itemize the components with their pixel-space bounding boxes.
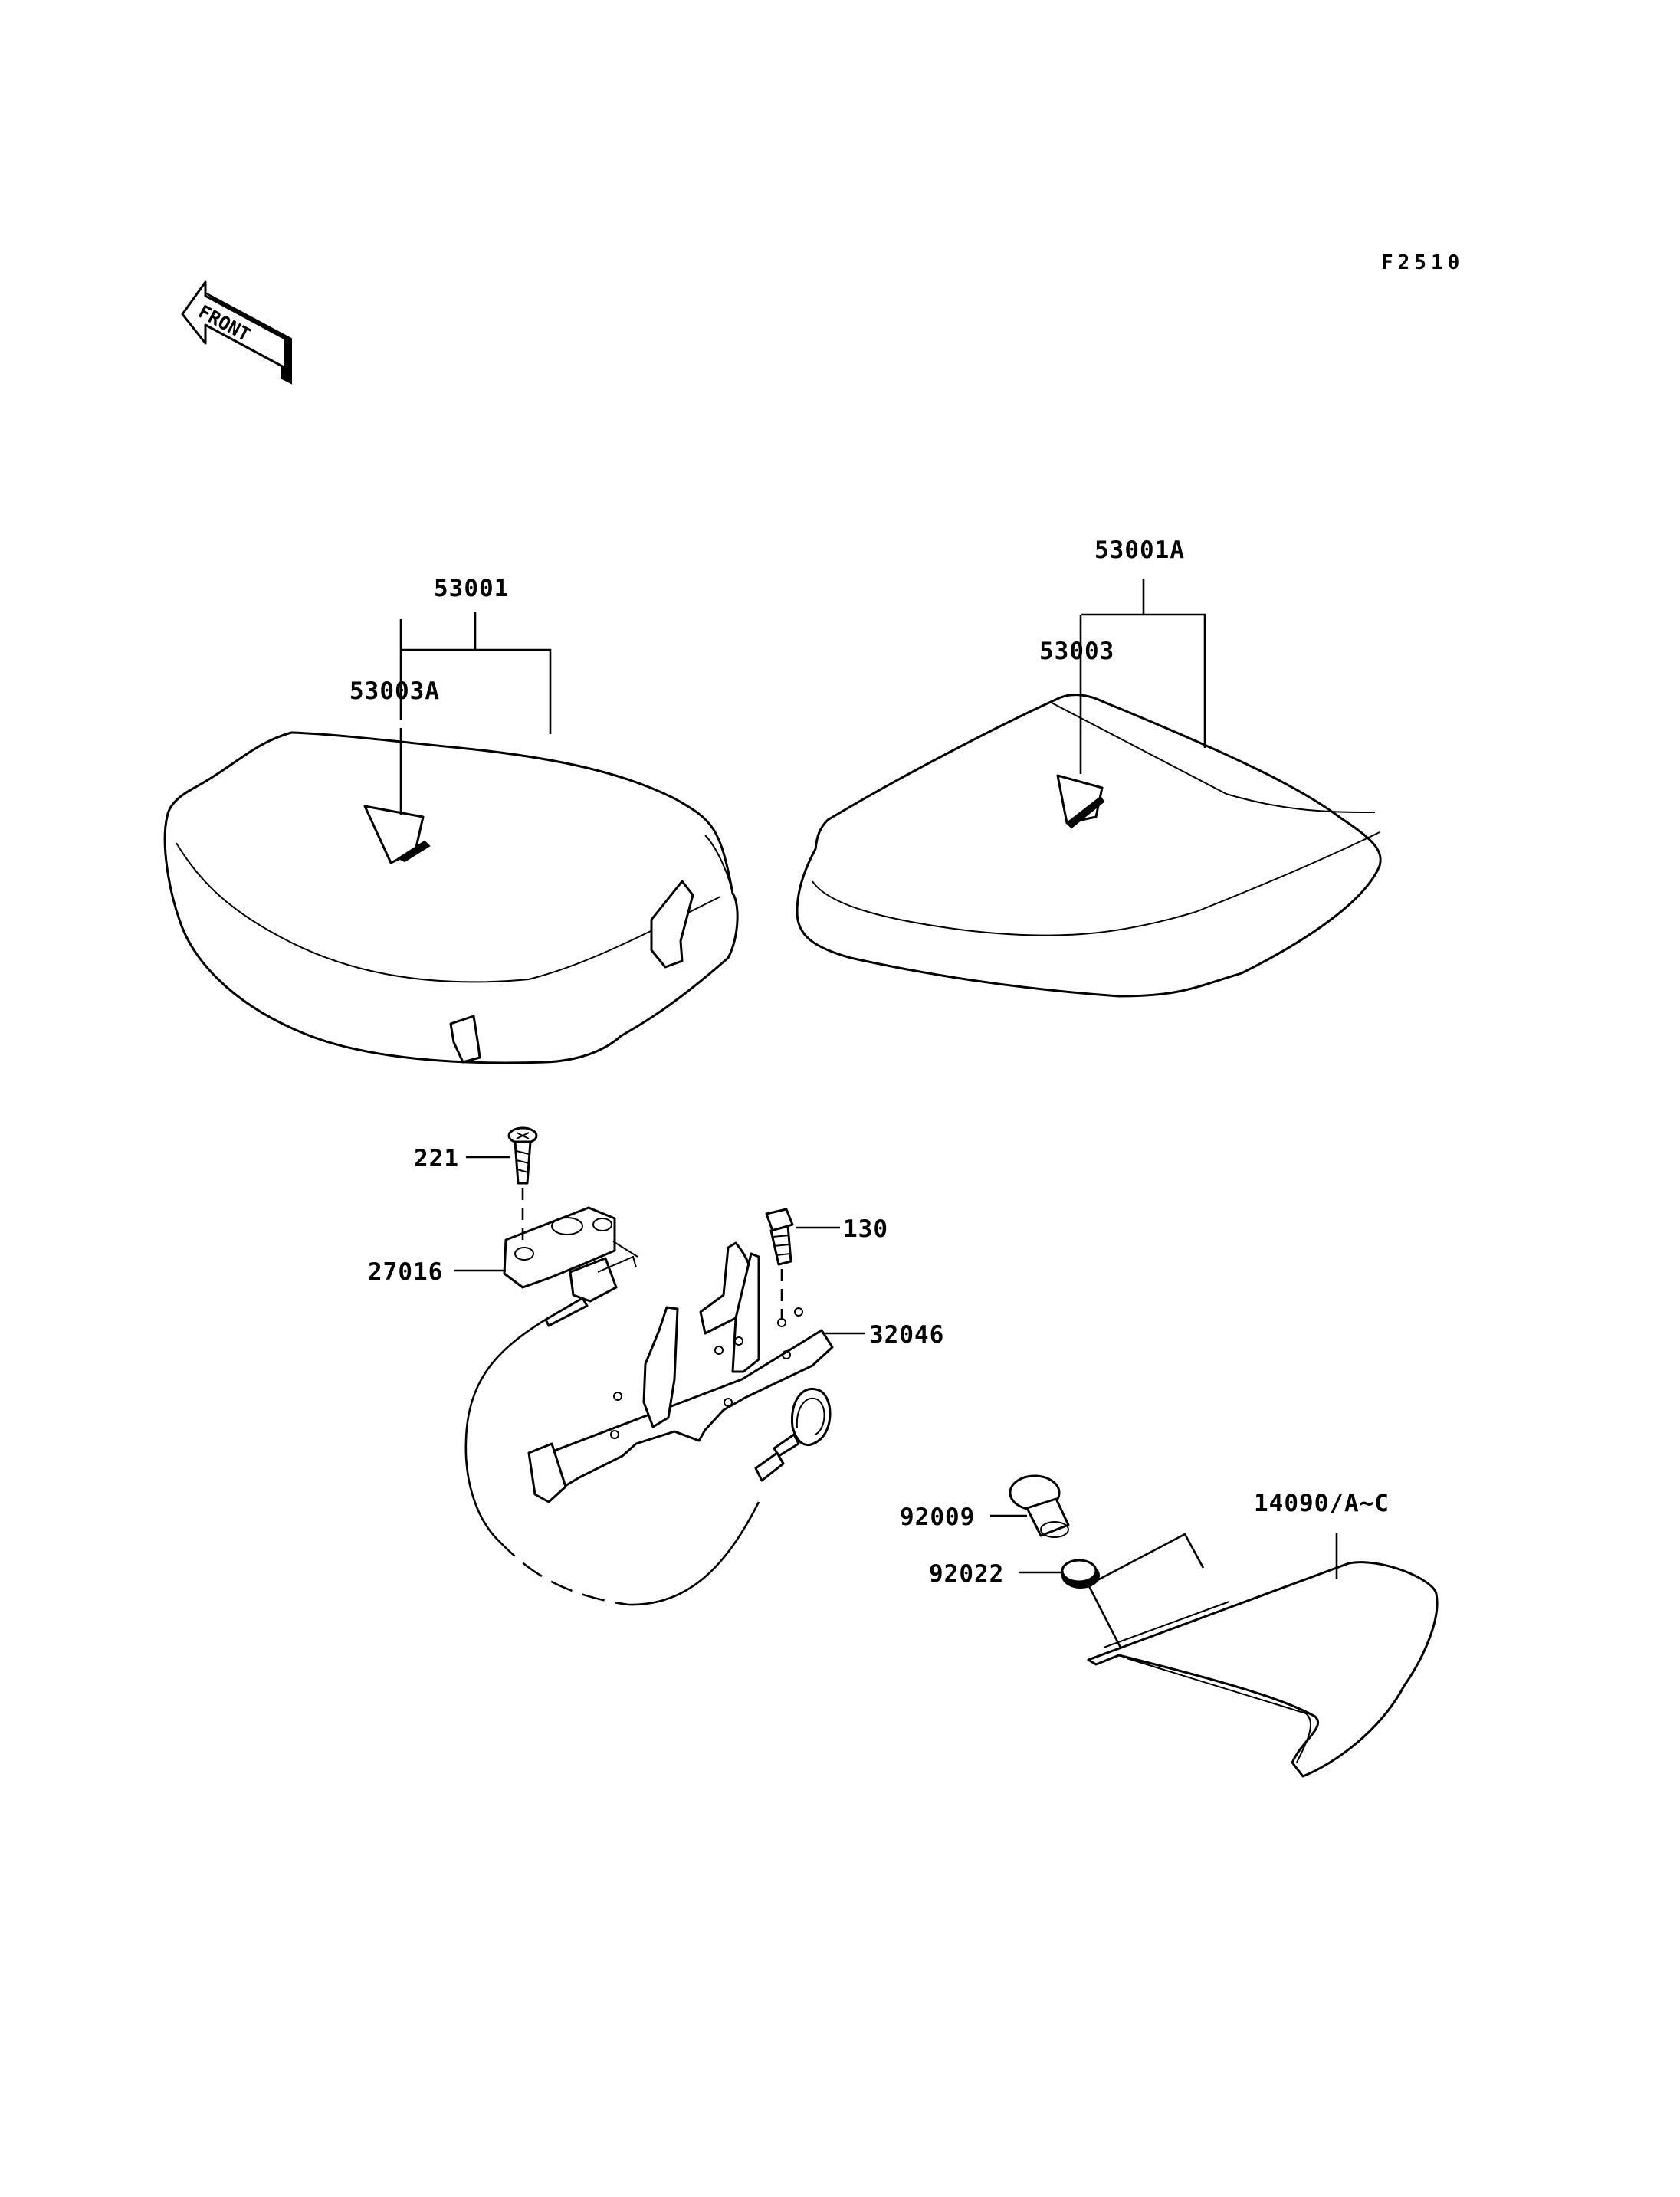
front-direction-arrow-icon: FRONT xyxy=(181,280,292,385)
screw xyxy=(507,1126,538,1185)
callout-130: 130 xyxy=(843,1215,888,1243)
key-ring xyxy=(754,1387,832,1482)
lock-assembly xyxy=(464,1206,760,1606)
front-seat xyxy=(163,731,739,1064)
callout-92009: 92009 xyxy=(900,1503,975,1531)
callout-53001: 53001 xyxy=(434,575,509,602)
callout-14090: 14090/A~C xyxy=(1254,1490,1390,1517)
cap xyxy=(1009,1474,1070,1538)
leader-lines xyxy=(399,579,1338,1648)
washer xyxy=(1061,1559,1100,1589)
callout-32046: 32046 xyxy=(869,1321,944,1349)
bracket xyxy=(527,1241,834,1503)
callout-92022: 92022 xyxy=(929,1560,1004,1588)
figure-code: F2510 xyxy=(1381,251,1464,274)
callout-53003A: 53003A xyxy=(349,677,440,705)
rear-seat xyxy=(796,694,1382,998)
bolt xyxy=(765,1208,794,1266)
callout-221: 221 xyxy=(414,1145,459,1172)
seat-cover-panel xyxy=(1087,1561,1439,1778)
callout-53003: 53003 xyxy=(1039,638,1114,665)
callout-27016: 27016 xyxy=(368,1258,443,1286)
callout-53001A: 53001A xyxy=(1094,536,1185,564)
